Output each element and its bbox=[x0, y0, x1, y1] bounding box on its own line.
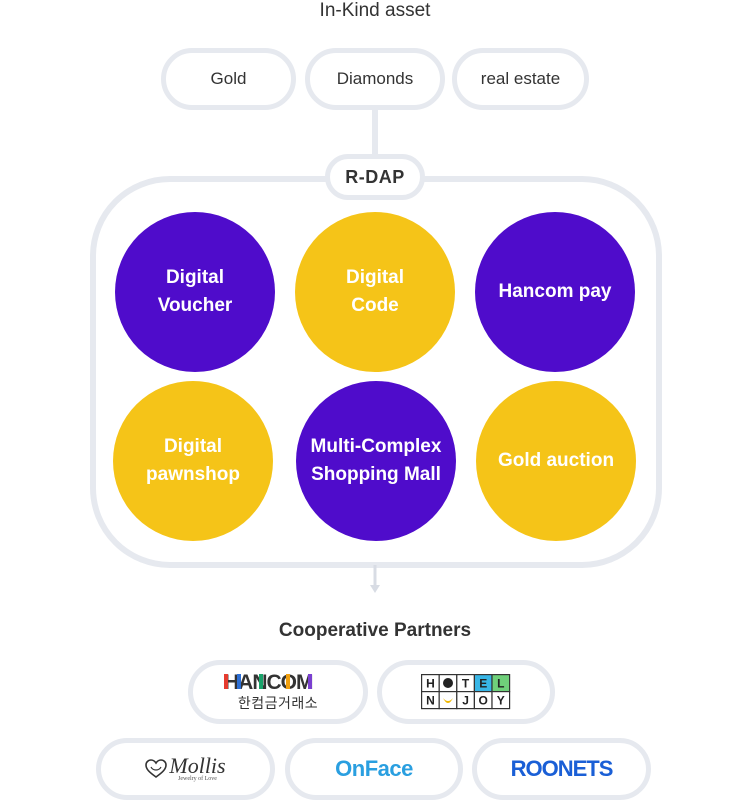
down-arrow-icon bbox=[370, 565, 380, 593]
service-digital-code: Digital Code bbox=[295, 212, 455, 372]
partner-onface[interactable]: OnFace bbox=[285, 738, 463, 800]
mollis-logo: Mollis Jewelry of Love bbox=[145, 753, 226, 782]
connector-line bbox=[372, 108, 378, 156]
hancom-wordmark: HANCOM bbox=[224, 672, 313, 692]
partner-roonets[interactable]: ROONETS bbox=[472, 738, 651, 800]
asset-pill-real-estate: real estate bbox=[452, 48, 589, 110]
hotel-letter: O bbox=[479, 694, 488, 708]
hotel-dot-icon bbox=[443, 678, 453, 688]
hotel-njoy-logo: H T E L N J O Y bbox=[421, 674, 511, 710]
moon-icon bbox=[443, 698, 453, 703]
mollis-tagline: Jewelry of Love bbox=[177, 776, 217, 782]
service-digital-voucher: Digital Voucher bbox=[115, 212, 275, 372]
service-multi-complex-shopping-mall: Multi-Complex Shopping Mall bbox=[296, 381, 456, 541]
hotel-letter: H bbox=[426, 677, 435, 691]
service-hancom-pay: Hancom pay bbox=[475, 212, 635, 372]
partner-hancom[interactable]: HANCOM 한컴금거래소 bbox=[188, 660, 368, 724]
roonets-wordmark: ROONETS bbox=[510, 756, 614, 781]
hotel-letter: L bbox=[497, 677, 504, 691]
onface-wordmark: OnFace bbox=[335, 756, 413, 781]
asset-pill-diamonds: Diamonds bbox=[305, 48, 445, 110]
hancom-wordmark-icon: HANCOM bbox=[224, 672, 314, 692]
mollis-heart-icon bbox=[145, 759, 168, 778]
rdap-label: R-DAP bbox=[325, 154, 425, 200]
hotel-letter: E bbox=[479, 677, 487, 691]
hotel-letter: J bbox=[462, 694, 469, 708]
partner-mollis[interactable]: Mollis Jewelry of Love bbox=[96, 738, 275, 800]
service-gold-auction: Gold auction bbox=[476, 381, 636, 541]
hotel-letter: N bbox=[426, 694, 435, 708]
service-digital-pawnshop: Digital pawnshop bbox=[113, 381, 273, 541]
mollis-wordmark: Mollis bbox=[169, 753, 226, 778]
hancom-subtitle: 한컴금거래소 bbox=[237, 694, 319, 711]
in-kind-asset-title: In-Kind asset bbox=[319, 0, 431, 21]
partner-hotel-njoy[interactable]: H T E L N J O Y bbox=[377, 660, 555, 724]
hotel-letter: T bbox=[462, 677, 470, 691]
hancom-logo: HANCOM 한컴금거래소 bbox=[224, 672, 332, 713]
asset-pill-gold: Gold bbox=[161, 48, 296, 110]
hotel-letter: Y bbox=[497, 694, 505, 708]
cooperative-partners-title: Cooperative Partners bbox=[278, 620, 472, 641]
